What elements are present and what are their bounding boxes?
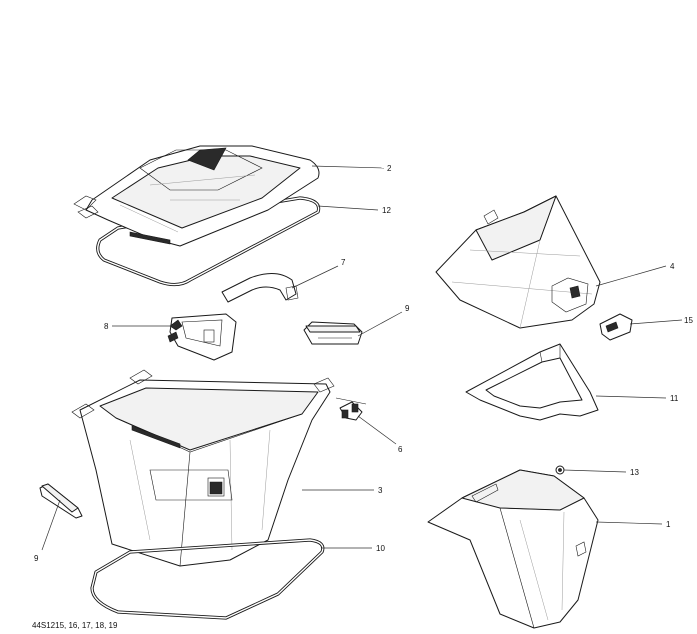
callout-4: 4 xyxy=(670,262,675,271)
leader-lines xyxy=(41,165,683,551)
callout-7: 7 xyxy=(341,258,346,267)
callout-1: 1 xyxy=(666,520,671,529)
hinge-part xyxy=(335,397,367,421)
leader-15 xyxy=(629,319,683,325)
callout-12: 12 xyxy=(382,206,391,215)
leader-12 xyxy=(317,205,379,211)
callout-2: 2 xyxy=(387,164,392,173)
leader-13 xyxy=(563,469,627,473)
hinge-bracket-part xyxy=(167,313,237,361)
callout-9-upper: 9 xyxy=(405,304,410,313)
latch-upper-part xyxy=(303,321,363,345)
callout-11: 11 xyxy=(670,394,679,403)
lid-gasket-part xyxy=(96,196,321,287)
callout-13: 13 xyxy=(630,468,639,477)
callout-labels: 2 12 7 9 8 6 3 10 9 4 15 11 13 1 xyxy=(34,164,693,563)
base-tray-part xyxy=(427,469,599,629)
leader-2 xyxy=(311,165,385,169)
leader-9a xyxy=(357,311,403,337)
callout-3: 3 xyxy=(378,486,383,495)
leader-1 xyxy=(595,521,663,525)
strap-part xyxy=(221,273,299,303)
latch-lower-part xyxy=(39,483,83,519)
reference-code: 44S1215, 16, 17, 18, 19 xyxy=(32,621,118,630)
lid-part xyxy=(73,145,320,247)
leader-4 xyxy=(595,265,667,287)
leader-7 xyxy=(291,265,339,289)
cover-part xyxy=(435,195,601,329)
leader-11 xyxy=(595,395,667,399)
case-body-part xyxy=(71,369,335,567)
frame-part xyxy=(465,343,599,421)
leader-9b xyxy=(41,499,61,551)
callout-6: 6 xyxy=(398,445,403,454)
callout-8: 8 xyxy=(104,322,109,331)
case-gasket-part xyxy=(90,538,325,620)
callout-15: 15 xyxy=(684,316,693,325)
callout-9-lower: 9 xyxy=(34,554,39,563)
callout-10: 10 xyxy=(376,544,385,553)
clip-part xyxy=(599,313,633,341)
leader-6 xyxy=(357,415,397,445)
nut-part xyxy=(555,465,565,475)
